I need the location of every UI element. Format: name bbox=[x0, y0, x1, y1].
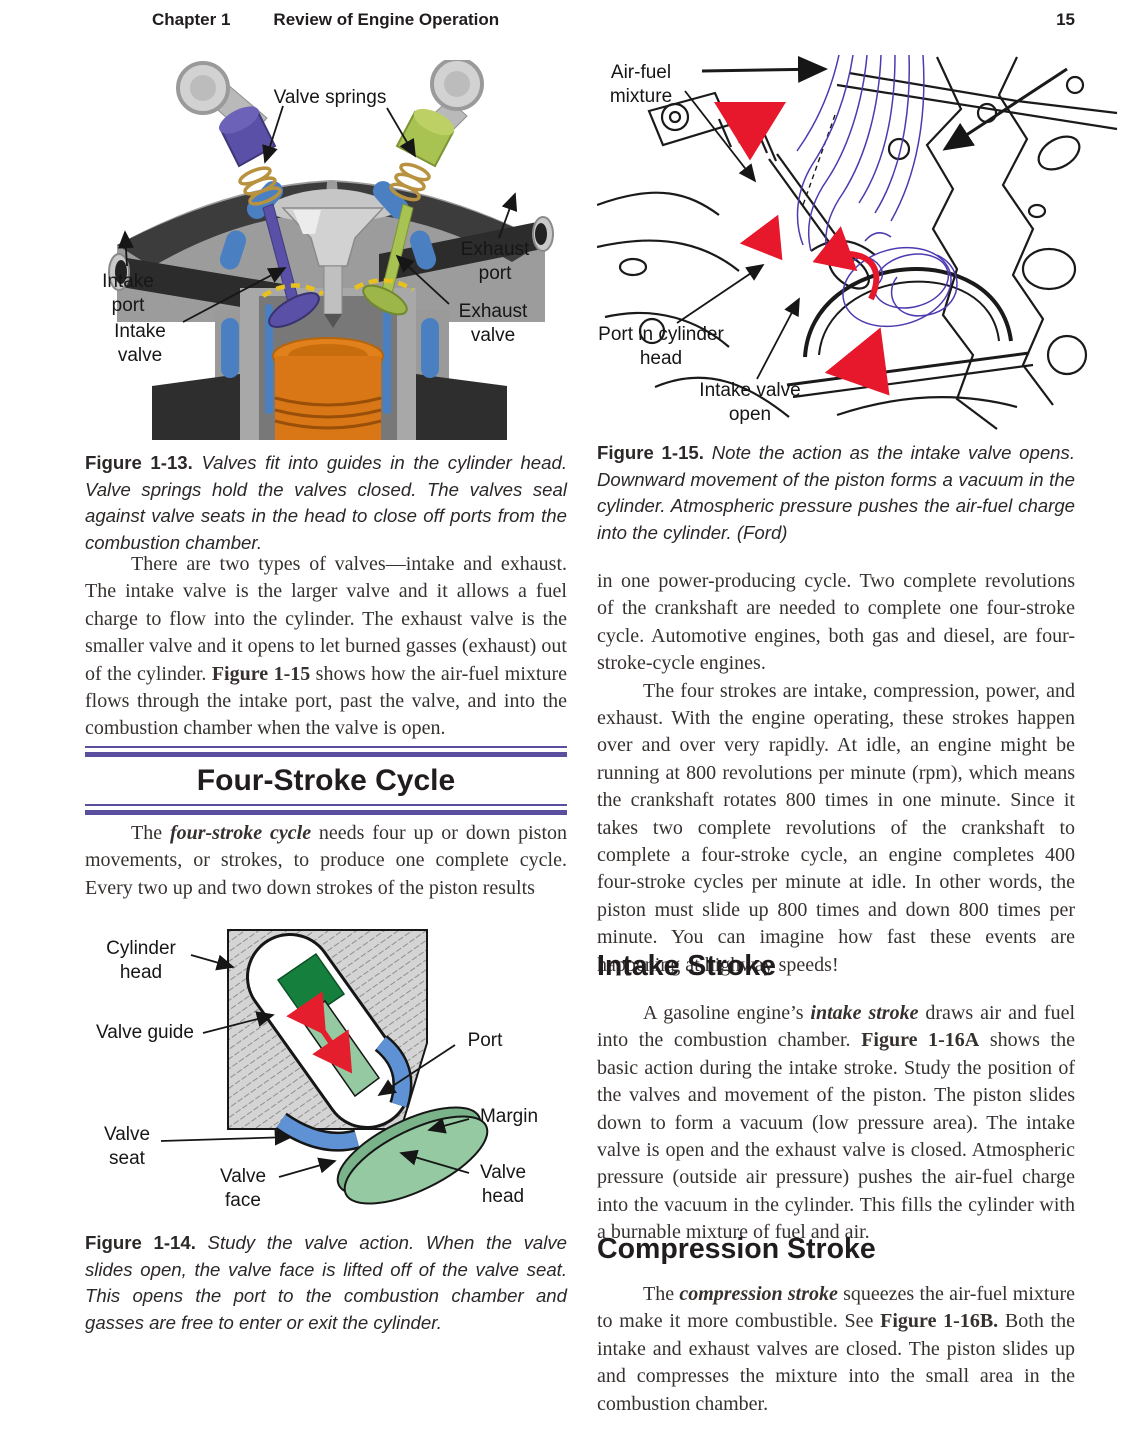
figure-1-14-caption: Figure 1-14. Study the valve action. Whe… bbox=[85, 1230, 567, 1336]
fig15-caption-text: Note the action as the intake valve open… bbox=[597, 442, 1075, 543]
fig15-caption-label: Figure 1-15. bbox=[597, 442, 704, 463]
section-heading-four-stroke-cycle: Four-Stroke Cycle bbox=[196, 764, 456, 797]
paragraph-valve-types: There are two types of valves—intake and… bbox=[85, 553, 567, 740]
fig14-caption-text: Study the valve action. When the valve s… bbox=[85, 1232, 567, 1333]
fig13-illustration bbox=[108, 60, 554, 440]
figure-1-13: Valve springs Intake port Intake valve E… bbox=[97, 60, 565, 440]
fig13-label-exhaust-port: Exhaust port bbox=[460, 239, 530, 284]
paragraph-intake-stroke: A gasoline engine’s intake stroke draws … bbox=[597, 1002, 1075, 1244]
fig13-label-intake-valve: Intake valve bbox=[114, 321, 166, 366]
fig14-caption-label: Figure 1-14. bbox=[85, 1232, 196, 1253]
intake-valve-shape bbox=[219, 106, 320, 328]
fig14-label-cylinder-head: Cylinder head bbox=[106, 938, 176, 983]
fig13-label-intake-port: Intake port bbox=[102, 271, 154, 316]
figure-1-15-caption: Figure 1-15. Note the action as the inta… bbox=[597, 440, 1075, 546]
heading-intake-stroke: Intake Stroke bbox=[597, 950, 776, 982]
page-header: Chapter 1 Review of Engine Operation 15 bbox=[85, 10, 1075, 30]
fig14-label-port: Port bbox=[467, 1030, 503, 1051]
valve-motion-arrow bbox=[286, 991, 353, 1074]
page-number: 15 bbox=[1056, 10, 1075, 29]
fig15-label-air-fuel-mixture: Air-fuel mixture bbox=[609, 62, 673, 107]
fig13-label-exhaust-valve: Exhaust valve bbox=[458, 301, 528, 346]
figure-1-15: Air-fuel mixture Port in cylinder head I… bbox=[597, 55, 1120, 433]
fig14-label-valve-head: Valve head bbox=[479, 1162, 527, 1207]
paragraph-power-cycle: in one power-producing cycle. Two comple… bbox=[597, 570, 1075, 976]
figure-1-14: Cylinder head Valve guide Port Margin Va… bbox=[85, 915, 567, 1217]
running-head-title: Review of Engine Operation bbox=[273, 10, 500, 29]
fig14-label-margin: Margin bbox=[479, 1106, 539, 1127]
fig13-caption-label: Figure 1-13. bbox=[85, 452, 193, 473]
fig14-illustration bbox=[160, 929, 489, 1205]
fig14-label-valve-guide: Valve guide bbox=[96, 1022, 194, 1043]
fig15-label-intake-valve-open: Intake valve open bbox=[699, 380, 801, 425]
fig14-label-valve-seat: Valve seat bbox=[103, 1124, 151, 1169]
four-stroke-cycle-section-heading: Four-Stroke Cycle bbox=[85, 746, 567, 815]
paragraph-compression-stroke: The compression stroke squeezes the air-… bbox=[597, 1283, 1075, 1415]
paragraph-four-stroke-intro: The four-stroke cycle needs four up or d… bbox=[85, 822, 567, 899]
heading-rule-bottom bbox=[85, 804, 567, 815]
fig15-illustration bbox=[597, 55, 1118, 430]
heading-rule-top bbox=[85, 746, 567, 757]
fig15-label-port-in-cylinder-head: Port in cylinder head bbox=[598, 324, 724, 369]
red-flow-arrows bbox=[714, 102, 890, 396]
air-fuel-flow-lines bbox=[796, 55, 958, 328]
figure-1-13-caption: Figure 1-13. Valves fit into guides in t… bbox=[85, 450, 567, 556]
fig13-label-valve-springs: Valve springs bbox=[273, 87, 387, 108]
fig14-label-valve-face: Valve face bbox=[219, 1166, 267, 1211]
chapter-label: Chapter 1 bbox=[152, 10, 231, 29]
fig13-caption-text: Valves fit into guides in the cylinder h… bbox=[85, 452, 567, 553]
heading-compression-stroke: Compression Stroke bbox=[597, 1233, 876, 1265]
